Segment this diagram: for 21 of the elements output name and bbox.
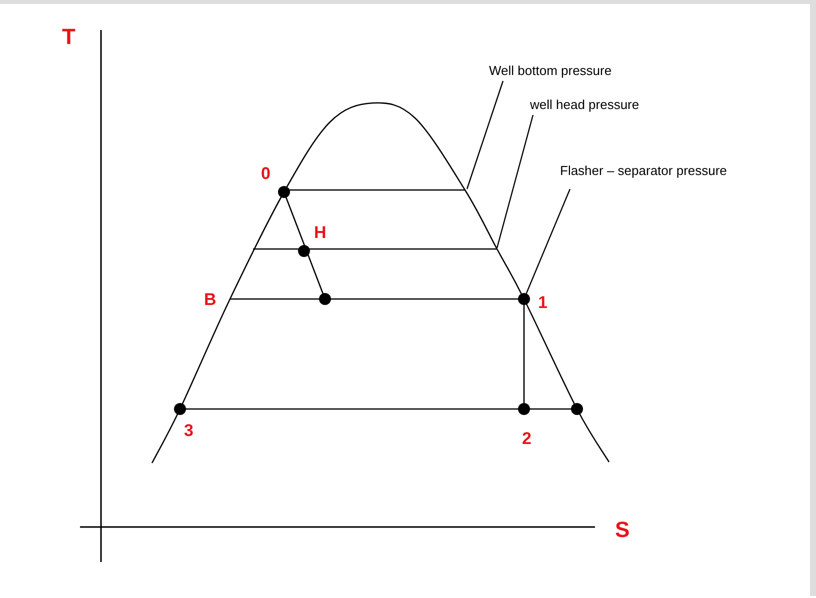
state-point	[174, 403, 186, 415]
state-point	[319, 293, 331, 305]
state-point	[571, 403, 583, 415]
state-label: 0	[261, 165, 270, 182]
leader-line	[496, 114, 534, 248]
state-point	[518, 293, 530, 305]
state-point	[298, 245, 310, 257]
pressure-label: Well bottom pressure	[489, 64, 612, 77]
state-label: H	[314, 224, 326, 241]
state-label: 1	[538, 294, 548, 311]
leader-line	[466, 80, 504, 190]
state-label: 3	[184, 422, 194, 439]
state-point	[518, 403, 530, 415]
leader-line	[526, 188, 571, 294]
pressure-label: well head pressure	[530, 98, 640, 111]
state-label: B	[204, 291, 216, 308]
axis-label: T	[62, 26, 76, 48]
pressure-label: Flasher – separator pressure	[560, 164, 727, 177]
state-label: 2	[522, 430, 532, 447]
axis-label: S	[615, 519, 630, 541]
state-point	[278, 186, 290, 198]
